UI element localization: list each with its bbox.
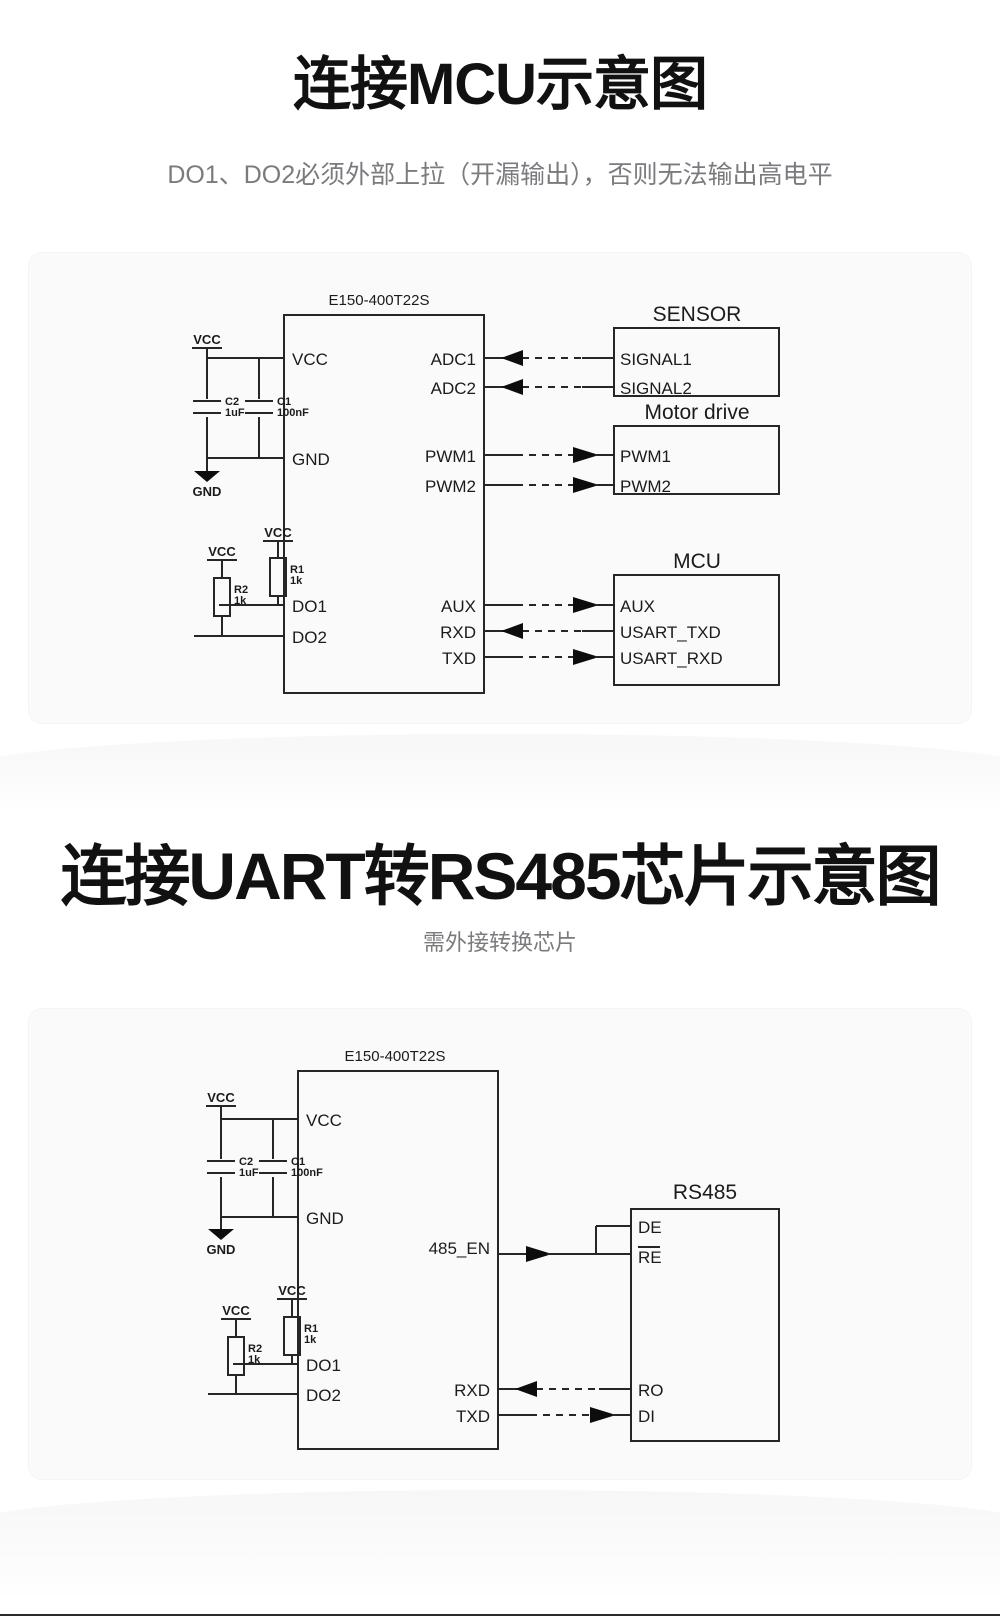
block-pin-de: DE <box>638 1218 662 1237</box>
net-label-vcc-r1-2: VCC <box>278 1283 306 1298</box>
component-ref-c1: C1 <box>277 396 291 408</box>
component-ref-r1-2: R1 <box>304 1323 318 1335</box>
component-value-r1: 1k <box>290 575 303 587</box>
chip-body-e150-2 <box>297 1070 499 1450</box>
block-title-sensor: SENSOR <box>653 303 742 326</box>
diagram-card-rs485: E150-400T22S VCC GND DO1 DO2 485_EN RXD … <box>28 1008 972 1480</box>
block-pin-signal2: SIGNAL2 <box>620 379 692 398</box>
component-value-c1: 100nF <box>277 407 309 419</box>
block-title-mcu: MCU <box>673 550 721 573</box>
component-value-r2: 1k <box>234 595 247 607</box>
arrowhead-right-485en <box>526 1246 552 1262</box>
component-ref-r2: R2 <box>234 584 248 596</box>
pin-label-txd: TXD <box>442 649 476 668</box>
component-ref-r1: R1 <box>290 564 304 576</box>
pin-label-pwm1: PWM1 <box>425 447 476 466</box>
pin-label-pwm2: PWM2 <box>425 477 476 496</box>
ground-symbol-icon-2 <box>208 1229 234 1240</box>
net-label-vcc-r2: VCC <box>208 544 236 559</box>
block-title-rs485: RS485 <box>673 1181 737 1204</box>
pin-label-vcc: VCC <box>292 350 328 369</box>
pin-label-txd-2: TXD <box>456 1407 490 1426</box>
arrowhead-right-txd <box>573 649 599 665</box>
pin-label-gnd-2: GND <box>306 1209 344 1228</box>
schematic-rs485: E150-400T22S VCC GND DO1 DO2 485_EN RXD … <box>206 1048 780 1450</box>
page-subtitle-mcu: DO1、DO2必须外部上拉（开漏输出），否则无法输出高电平 <box>167 161 833 189</box>
block-pin-usart-rxd: USART_RXD <box>620 649 723 668</box>
block-pin-usart-txd: USART_TXD <box>620 623 721 642</box>
page-subtitle-rs485: 需外接转换芯片 <box>422 930 577 955</box>
net-label-vcc-r2-2: VCC <box>222 1303 250 1318</box>
component-value-c1-2: 100nF <box>291 1167 323 1179</box>
component-value-c2-2: 1uF <box>239 1167 259 1179</box>
net-label-gnd-symbol-2: GND <box>207 1242 236 1257</box>
chip-name-label: E150-400T22S <box>329 292 430 309</box>
chip-body-e150 <box>283 314 485 694</box>
block-pin-re: RE <box>638 1248 662 1267</box>
component-ref-c2-2: C2 <box>239 1156 253 1168</box>
chip-name-label-2: E150-400T22S <box>345 1048 446 1065</box>
pin-label-rxd-2: RXD <box>454 1381 490 1400</box>
block-pin-ro: RO <box>638 1381 664 1400</box>
block-title-motor-drive: Motor drive <box>644 401 749 424</box>
component-value-r1-2: 1k <box>304 1334 317 1346</box>
ground-symbol-icon <box>194 471 220 482</box>
section-divider-2 <box>0 1490 1000 1600</box>
pin-label-485en: 485_EN <box>429 1239 490 1258</box>
block-pin-signal1: SIGNAL1 <box>620 350 692 369</box>
block-body-motor-drive <box>613 425 780 495</box>
pin-label-adc1: ADC1 <box>431 350 476 369</box>
bottom-rule <box>0 1614 1000 1616</box>
component-ref-r2-2: R2 <box>248 1343 262 1355</box>
arrowhead-left-adc2 <box>501 379 523 395</box>
arrowhead-left-adc1 <box>501 350 523 366</box>
component-value-r2-2: 1k <box>248 1354 261 1366</box>
page-title-rs485: 连接UART转RS485芯片示意图 <box>60 839 941 913</box>
pin-label-gnd: GND <box>292 450 330 469</box>
schematic-mcu: E150-400T22S VCC GND DO1 DO2 ADC1 ADC2 P… <box>192 292 780 694</box>
pin-label-aux: AUX <box>441 597 476 616</box>
pin-label-vcc-2: VCC <box>306 1111 342 1130</box>
block-pin-motor-pwm1: PWM1 <box>620 447 671 466</box>
block-body-sensor <box>613 327 780 397</box>
arrowhead-right-pwm2 <box>573 477 599 493</box>
pin-label-rxd: RXD <box>440 623 476 642</box>
block-body-rs485 <box>630 1208 780 1442</box>
pin-label-do1: DO1 <box>292 597 327 616</box>
net-label-gnd-symbol: GND <box>193 484 222 499</box>
arrowhead-left-rxd-2 <box>515 1381 537 1397</box>
pin-label-do2-2: DO2 <box>306 1386 341 1405</box>
block-pin-motor-pwm2: PWM2 <box>620 477 671 496</box>
page-title-mcu: 连接MCU示意图 <box>292 52 708 117</box>
pin-label-do2: DO2 <box>292 628 327 647</box>
arrowhead-left-rxd <box>501 623 523 639</box>
component-ref-c2: C2 <box>225 396 239 408</box>
net-label-vcc-r1: VCC <box>264 525 292 540</box>
pin-label-do1-2: DO1 <box>306 1356 341 1375</box>
arrowhead-right-aux <box>573 597 599 613</box>
diagram-card-mcu: E150-400T22S VCC GND DO1 DO2 ADC1 ADC2 P… <box>28 252 972 724</box>
arrowhead-right-pwm1 <box>573 447 599 463</box>
component-ref-c1-2: C1 <box>291 1156 305 1168</box>
resistor-body-r2 <box>213 577 231 617</box>
net-label-vcc-supply-2: VCC <box>207 1090 235 1105</box>
pin-label-adc2: ADC2 <box>431 379 476 398</box>
section-divider-1 <box>0 734 1000 812</box>
block-pin-di: DI <box>638 1407 655 1426</box>
net-label-vcc-supply: VCC <box>193 332 221 347</box>
component-value-c2: 1uF <box>225 407 245 419</box>
arrowhead-right-di <box>590 1407 616 1423</box>
resistor-body-r2-2 <box>227 1336 245 1376</box>
block-pin-mcu-aux: AUX <box>620 597 655 616</box>
